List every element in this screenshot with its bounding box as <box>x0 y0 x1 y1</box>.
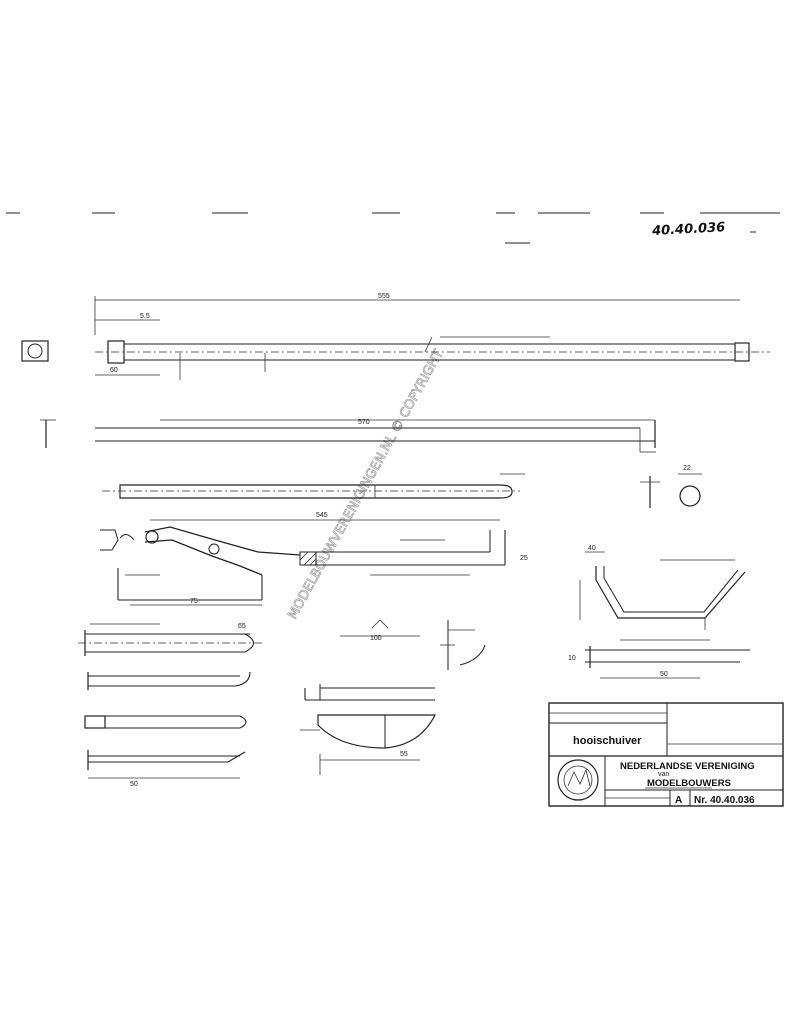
frame-offset: 40 <box>588 545 596 552</box>
frame-view: 50 40 10 <box>568 545 750 679</box>
lever-drop: 75 <box>190 598 198 605</box>
org-name-small: van <box>658 771 669 778</box>
tine-tip-dim: 65 <box>238 623 246 630</box>
lever-arm-view: 545 75 25 <box>100 512 528 606</box>
lever-end-dim: 25 <box>520 555 528 562</box>
org-name-line1: NEDERLANDSE VERENIGING <box>620 761 755 772</box>
org-name-line2: MODELBOUWERS <box>647 778 731 789</box>
frame-width: 50 <box>660 671 668 678</box>
blade-width: 55 <box>400 751 408 758</box>
rod-ferrule-length: 60 <box>110 367 118 374</box>
scoop-radius: 100 <box>370 635 382 642</box>
scoop-blade-views: 55 100 <box>300 619 486 775</box>
drawing-number: Nr. 40.40.036 <box>694 795 755 806</box>
sheet-code: 40.40.036 <box>651 220 726 239</box>
rod-end-view <box>21 340 49 362</box>
part-name: hooischuiver <box>573 735 642 747</box>
tine-length: 50 <box>130 781 138 788</box>
flat-bar-view: 570 22 <box>40 419 702 508</box>
rod-ferrule-right <box>734 342 750 362</box>
sheet-format: A <box>675 795 682 806</box>
handle-rod-view: 555 5.5 60 <box>21 293 770 380</box>
end-cap-diameter: 22 <box>683 465 691 472</box>
rod-total-length: 555 <box>378 293 390 300</box>
bar-length: 570 <box>358 419 370 426</box>
frame-outline <box>595 566 746 619</box>
rod-short-length: 5.5 <box>140 313 150 320</box>
lever-length: 545 <box>316 512 328 519</box>
tine-views: 50 65 <box>78 623 262 788</box>
frame-small-dim: 10 <box>568 655 576 662</box>
end-cap-circle <box>679 485 701 507</box>
top-border-lines <box>6 212 780 244</box>
title-block: hooischuiver NEDERLANDSE VERENIGING van … <box>548 702 784 807</box>
society-seal <box>557 759 599 801</box>
scoop-curve <box>317 714 436 749</box>
